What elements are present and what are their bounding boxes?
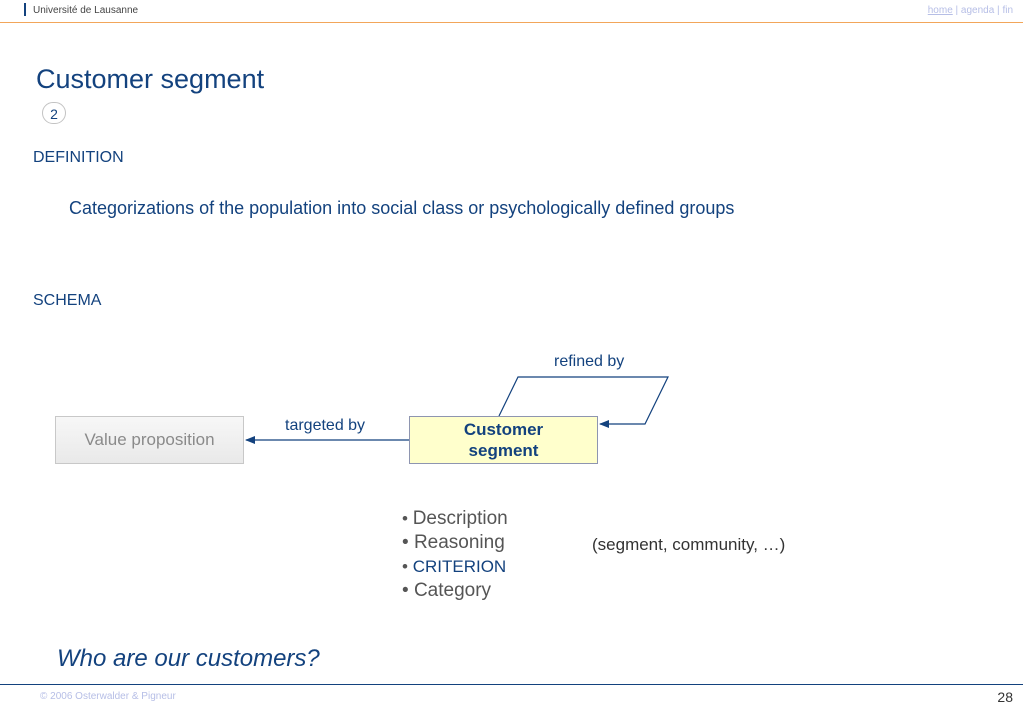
page-number: 28	[997, 689, 1013, 705]
nav-agenda-link[interactable]: agenda	[960, 5, 995, 16]
nav-separator: |	[994, 5, 1003, 16]
footer-divider	[0, 684, 1023, 685]
header-nav: home | agenda | fin	[928, 5, 1013, 16]
customer-segment-box: Customer segment	[409, 416, 598, 464]
schema-heading: SCHEMA	[33, 292, 102, 309]
nav-separator: |	[952, 5, 961, 16]
value-proposition-box: Value proposition	[55, 416, 244, 464]
list-item: • CRITERION	[402, 557, 507, 576]
level-badge: 2	[42, 102, 66, 124]
slide-title: Customer segment	[36, 64, 265, 94]
targeted-by-label: targeted by	[285, 417, 366, 434]
criterion-note: (segment, community, …)	[592, 535, 786, 554]
customer-segment-label-line2: segment	[468, 441, 539, 460]
attribute-list: • Description • Reasoning • CRITERION • …	[402, 507, 508, 603]
list-item: • Category	[402, 580, 492, 601]
guiding-question: Who are our customers?	[57, 645, 320, 672]
refined-by-loop	[498, 376, 669, 428]
university-name: Université de Lausanne	[33, 5, 139, 16]
customer-segment-label-line1: Customer	[463, 420, 544, 439]
copyright-text: © 2006 Osterwalder & Pigneur	[40, 691, 176, 702]
list-item: • Description	[402, 508, 508, 529]
header-accent-bar	[24, 3, 26, 16]
refined-by-label: refined by	[554, 353, 625, 370]
definition-heading: DEFINITION	[33, 149, 124, 166]
nav-home-link[interactable]: home	[927, 5, 953, 16]
header-divider	[0, 22, 1023, 23]
nav-fin-link[interactable]: fin	[1002, 5, 1013, 16]
list-item: • Reasoning	[402, 532, 505, 553]
definition-text: Categorizations of the population into s…	[69, 198, 735, 218]
